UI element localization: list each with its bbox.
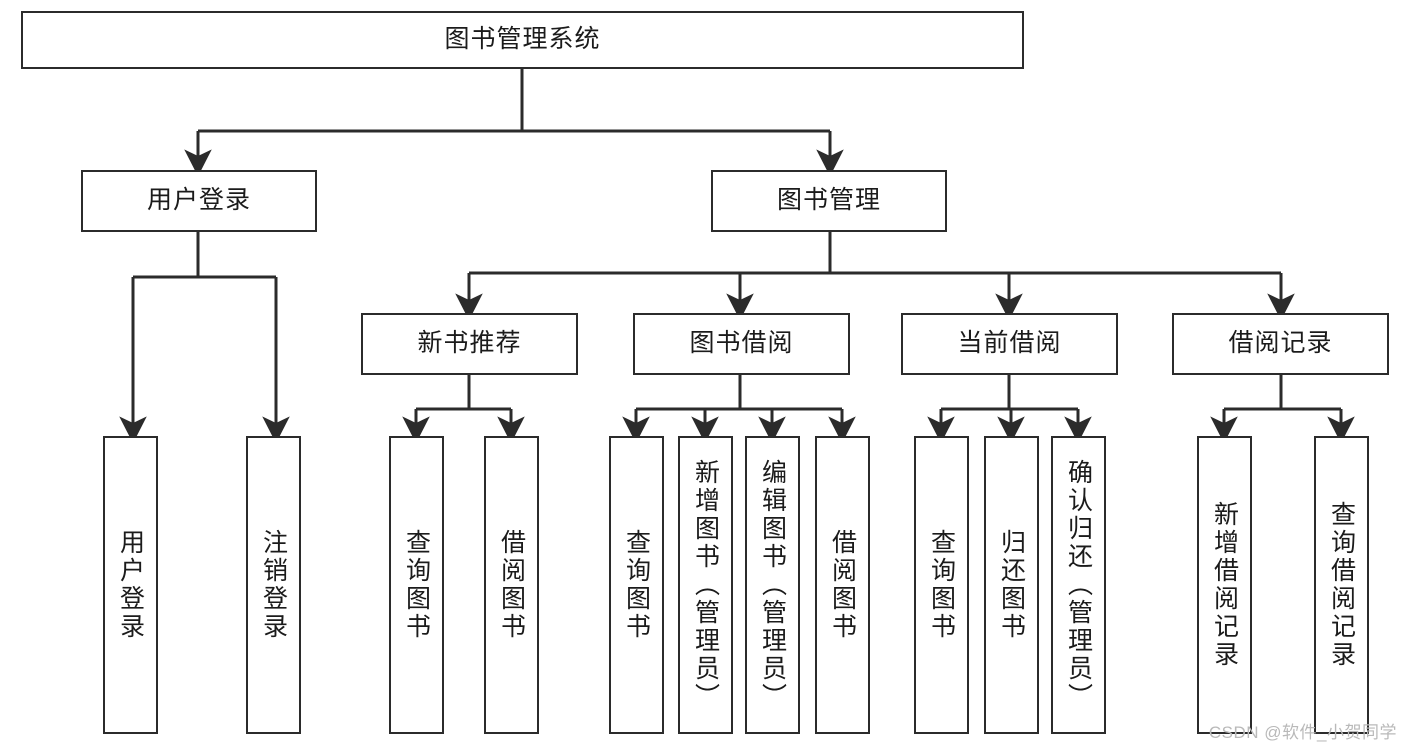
leaf-logout[interactable]: 注销登录	[246, 436, 301, 734]
node-label: 用户登录	[146, 186, 251, 215]
leaf-borrow-book[interactable]: 借阅图书	[815, 436, 870, 734]
leaf-user-login[interactable]: 用户登录	[103, 436, 158, 734]
leaf-query-book-current[interactable]: 查询图书	[914, 436, 969, 734]
node-book-management[interactable]: 图书管理	[711, 170, 947, 232]
node-label: 查询图书	[927, 529, 956, 641]
node-label: 编辑图书（管理员）	[758, 459, 787, 711]
node-label: 确认归还（管理员）	[1064, 459, 1093, 711]
leaf-query-borrow-record[interactable]: 查询借阅记录	[1314, 436, 1369, 734]
node-label: 新增图书（管理员）	[691, 459, 720, 711]
node-label: 借阅图书	[497, 529, 526, 641]
node-label: 查询借阅记录	[1327, 501, 1356, 669]
watermark: CSDN @软件_小贺同学	[1208, 723, 1397, 742]
node-label: 注销登录	[259, 529, 288, 641]
leaf-add-book-admin[interactable]: 新增图书（管理员）	[678, 436, 733, 734]
leaf-query-book-recommend[interactable]: 查询图书	[389, 436, 444, 734]
node-label: 用户登录	[116, 529, 145, 641]
leaf-add-borrow-record[interactable]: 新增借阅记录	[1197, 436, 1252, 734]
node-label: 图书管理	[776, 186, 881, 215]
leaf-query-book-borrow[interactable]: 查询图书	[609, 436, 664, 734]
node-label: 借阅图书	[828, 529, 857, 641]
node-label: 图书管理系统	[444, 25, 601, 54]
node-label: 借阅记录	[1228, 329, 1333, 358]
node-user-login[interactable]: 用户登录	[81, 170, 317, 232]
node-label: 图书借阅	[689, 329, 794, 358]
node-current-borrow[interactable]: 当前借阅	[901, 313, 1118, 375]
leaf-return-book[interactable]: 归还图书	[984, 436, 1039, 734]
node-label: 新书推荐	[417, 329, 522, 358]
node-label: 当前借阅	[957, 329, 1062, 358]
node-label: 归还图书	[997, 529, 1026, 641]
node-label: 查询图书	[402, 529, 431, 641]
leaf-edit-book-admin[interactable]: 编辑图书（管理员）	[745, 436, 800, 734]
leaf-confirm-return-admin[interactable]: 确认归还（管理员）	[1051, 436, 1106, 734]
leaf-borrow-book-recommend[interactable]: 借阅图书	[484, 436, 539, 734]
node-label: 查询图书	[622, 529, 651, 641]
node-book-borrow[interactable]: 图书借阅	[633, 313, 850, 375]
node-new-book-recommend[interactable]: 新书推荐	[361, 313, 578, 375]
node-label: 新增借阅记录	[1210, 501, 1239, 669]
node-borrow-record[interactable]: 借阅记录	[1172, 313, 1389, 375]
node-root[interactable]: 图书管理系统	[21, 11, 1024, 69]
